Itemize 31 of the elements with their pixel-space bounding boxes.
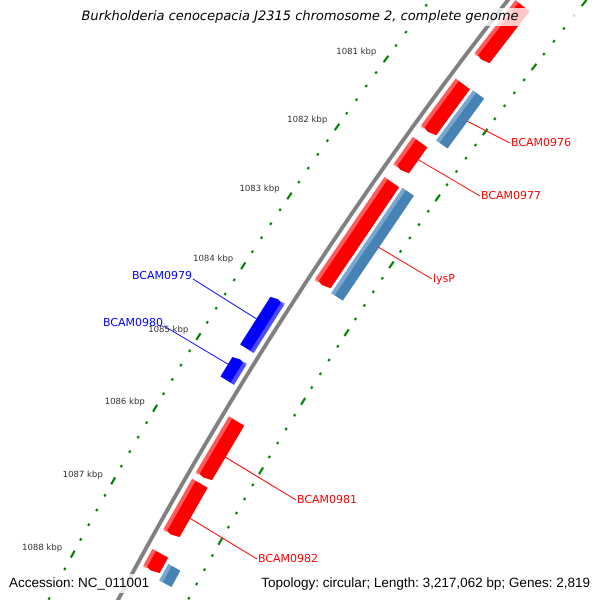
gene-feature xyxy=(162,478,208,538)
scale-label: 1082 kbp xyxy=(287,114,328,126)
scale-label: 1083 kbp xyxy=(239,183,280,196)
leader-line xyxy=(378,246,432,280)
gene-label: BCAM0977 xyxy=(481,190,542,202)
scale-label: 1086 kbp xyxy=(104,396,145,408)
leader-line xyxy=(190,518,258,560)
scale-label: 1081 kbp xyxy=(336,46,376,58)
leader-line xyxy=(466,120,510,144)
gene-label: BCAM0976 xyxy=(511,137,572,149)
scale-label: 1088 kbp xyxy=(22,542,62,554)
leader-line xyxy=(192,278,257,320)
gene-label: lysP xyxy=(433,273,455,285)
gene-feature xyxy=(195,416,244,480)
leader-line xyxy=(164,326,228,365)
gene-feature xyxy=(436,90,484,149)
gene-feature xyxy=(142,548,168,574)
gene-label: BCAM0979 xyxy=(132,270,192,282)
scale-label: 1084 kbp xyxy=(193,253,234,266)
scale-label: 1087 kbp xyxy=(62,468,103,481)
gene-label: BCAM0981 xyxy=(297,494,358,506)
gene-feature xyxy=(240,296,285,354)
gene-feature xyxy=(159,564,180,588)
gene-label: BCAM0982 xyxy=(258,553,318,565)
leader-line xyxy=(418,159,480,196)
scale-label: 1085 kbp xyxy=(148,325,188,336)
leader-line xyxy=(225,456,296,500)
gene-feature xyxy=(331,188,414,301)
footer-text: Topology: circular; Length: 3,217,062 bp; Genes: 2,819 xyxy=(261,575,590,590)
gene-feature xyxy=(220,356,248,385)
gene-feature xyxy=(393,136,428,174)
